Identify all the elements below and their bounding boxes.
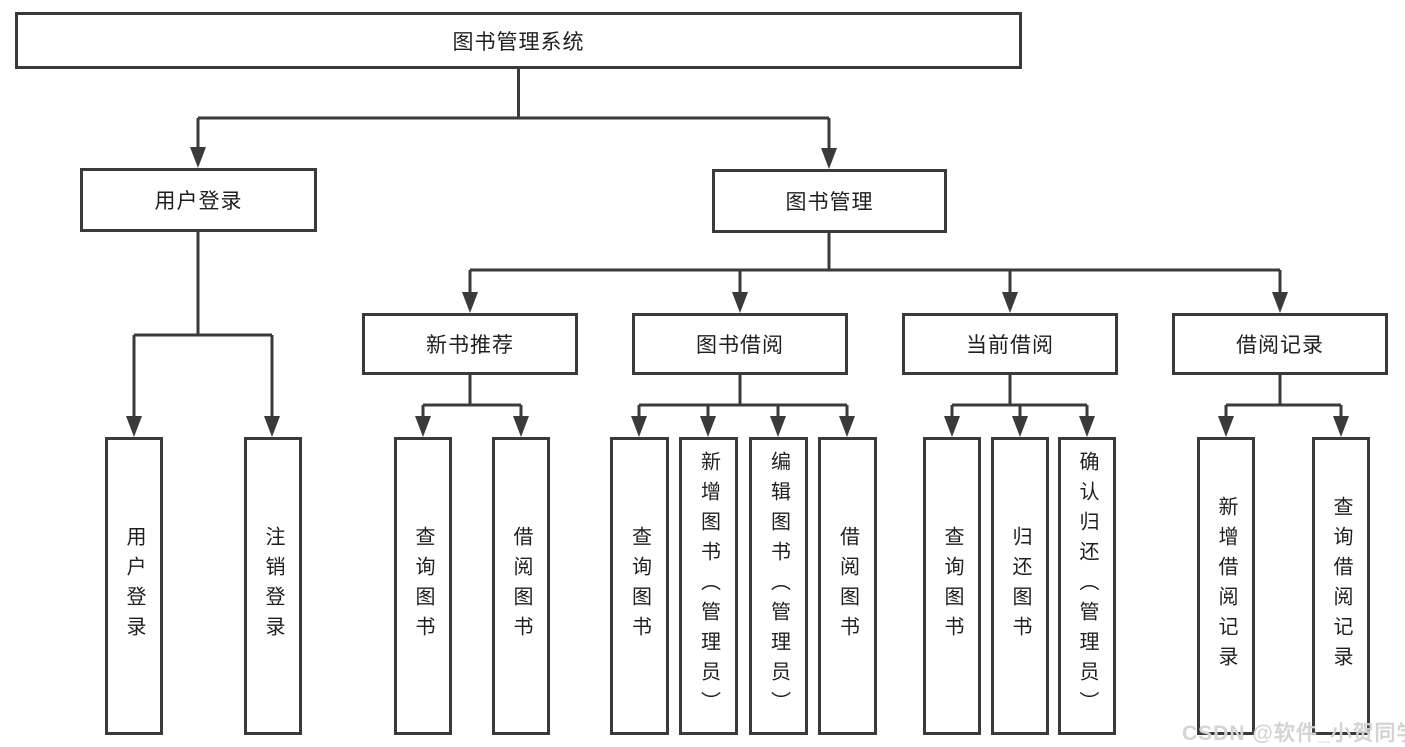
- leaf-user-login-label: 用户登录: [123, 526, 145, 646]
- leaf-confirm-return-admin: 确认归还（管理员）: [1058, 437, 1116, 735]
- leaf-query-book-current-label: 查询图书: [941, 526, 963, 646]
- leaf-query-book-borrowing: 查询图书: [610, 437, 669, 735]
- node-new-book-recommend: 新书推荐: [362, 313, 578, 375]
- leaf-logout: 注销登录: [244, 437, 302, 735]
- leaf-add-borrow-record: 新增借阅记录: [1197, 437, 1255, 735]
- leaf-query-borrow-record-label: 查询借阅记录: [1330, 496, 1352, 676]
- leaf-borrow-book-recommend-label: 借阅图书: [510, 526, 532, 646]
- leaf-query-book-borrowing-label: 查询图书: [628, 526, 651, 646]
- node-book-management: 图书管理: [712, 169, 947, 233]
- leaf-add-borrow-record-label: 新增借阅记录: [1215, 496, 1237, 676]
- node-book-borrowing: 图书借阅: [632, 313, 848, 375]
- leaf-user-login: 用户登录: [105, 437, 163, 735]
- leaf-query-book-current: 查询图书: [923, 437, 981, 735]
- node-root-library-system: 图书管理系统: [15, 12, 1022, 69]
- leaf-borrow-book-label: 借阅图书: [836, 526, 859, 646]
- node-user-login: 用户登录: [80, 168, 317, 232]
- leaf-add-book-admin-label: 新增图书（管理员）: [697, 451, 720, 721]
- watermark: CSDN @软件_小贺同学: [1182, 722, 1405, 745]
- leaf-return-book: 归还图书: [991, 437, 1049, 735]
- arrowhead-group: [126, 147, 1349, 437]
- leaf-edit-book-admin: 编辑图书（管理员）: [749, 437, 808, 735]
- leaf-query-borrow-record: 查询借阅记录: [1312, 437, 1370, 735]
- leaf-query-book-recommend-label: 查询图书: [412, 526, 434, 646]
- leaf-query-book-recommend: 查询图书: [394, 437, 452, 735]
- node-current-borrowing: 当前借阅: [902, 313, 1118, 375]
- leaf-confirm-return-admin-label: 确认归还（管理员）: [1076, 451, 1098, 721]
- leaf-edit-book-admin-label: 编辑图书（管理员）: [767, 451, 790, 721]
- leaf-borrow-book: 借阅图书: [818, 437, 877, 735]
- leaf-add-book-admin: 新增图书（管理员）: [679, 437, 738, 735]
- leaf-borrow-book-recommend: 借阅图书: [492, 437, 550, 735]
- leaf-logout-label: 注销登录: [262, 526, 284, 646]
- node-borrowing-records: 借阅记录: [1172, 313, 1388, 375]
- leaf-return-book-label: 归还图书: [1009, 526, 1031, 646]
